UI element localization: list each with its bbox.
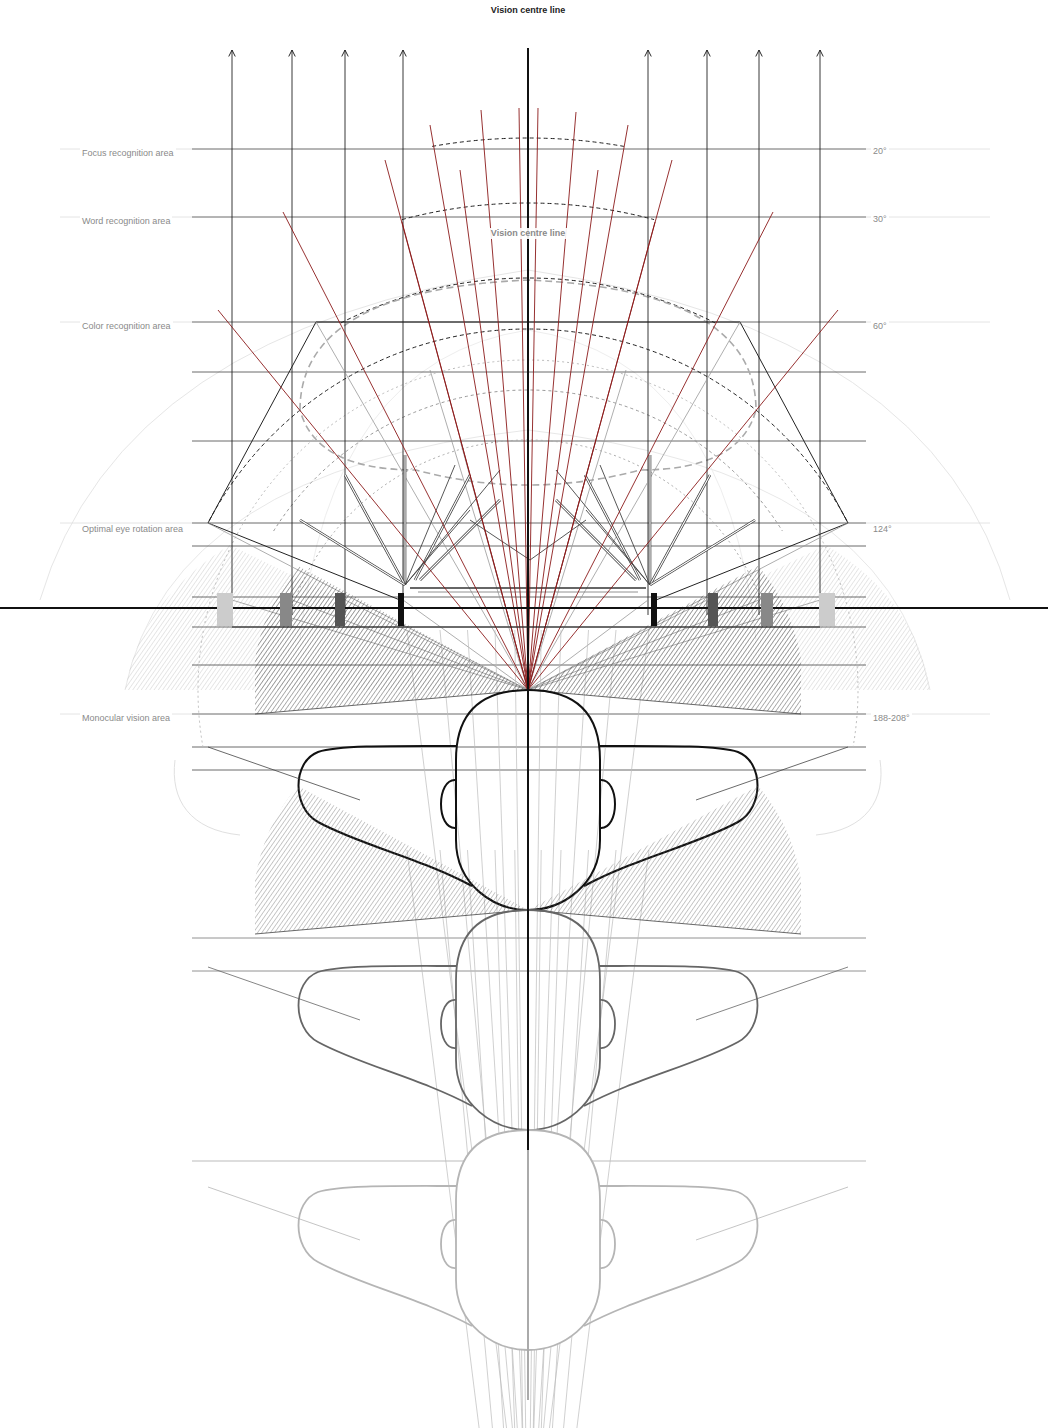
sight-ray — [528, 370, 626, 690]
diagram-title: Vision centre line — [489, 5, 567, 16]
view-edge — [208, 967, 360, 1020]
angle-label: 124° — [871, 524, 894, 535]
focus-ray — [528, 125, 628, 690]
focus-ray — [430, 125, 528, 690]
wedge-edge — [528, 690, 801, 714]
wedge-edge — [528, 910, 801, 934]
focus-ray — [528, 108, 538, 690]
screen-panel-inner — [649, 455, 650, 585]
area-label: Focus recognition area — [80, 148, 176, 159]
view-edge — [208, 747, 360, 800]
horizon-line — [0, 607, 1048, 609]
vision-centre-line — [527, 1150, 529, 1400]
angle-label: 60° — [871, 321, 889, 332]
level-line — [232, 627, 820, 628]
sight-arrow — [648, 50, 649, 615]
screen-panel-inner — [650, 520, 755, 585]
ear — [600, 780, 615, 828]
position-marker — [651, 593, 657, 626]
ear — [441, 1000, 456, 1048]
focus-ray — [528, 170, 598, 690]
shoulder — [299, 966, 473, 1106]
centre-line-label: Vision centre line — [489, 228, 567, 239]
screen-panel — [300, 520, 405, 585]
panel-ray — [530, 520, 586, 560]
focus-ray — [528, 160, 672, 690]
view-edge — [208, 1187, 360, 1240]
focus-ray — [528, 222, 655, 690]
area-label: Monocular vision area — [80, 713, 172, 724]
view-edge — [696, 967, 848, 1020]
area-label: Color recognition area — [80, 321, 173, 332]
blind-wedge — [528, 786, 801, 934]
position-marker — [761, 593, 773, 626]
panel-ray — [405, 465, 455, 585]
sight-arrow — [292, 50, 293, 615]
ear — [600, 1000, 615, 1048]
screen-panel — [649, 455, 652, 585]
screen-panel-inner — [345, 475, 405, 585]
blind-wedge — [255, 786, 528, 934]
position-marker — [280, 593, 292, 626]
area-label: Word recognition area — [80, 216, 172, 227]
focus-ray — [385, 160, 528, 690]
angle-label: 188-208° — [871, 713, 912, 724]
view-edge — [696, 1187, 848, 1240]
sight-arrow — [707, 50, 708, 615]
vision-centre-line — [527, 48, 529, 1150]
sight-arrow — [759, 50, 760, 615]
angle-label: 30° — [871, 214, 889, 225]
shoulder — [584, 1186, 758, 1326]
ear — [441, 780, 456, 828]
focus-ray — [283, 212, 528, 690]
focus-ray — [402, 222, 528, 690]
view-edge — [696, 747, 848, 800]
screen-panel — [345, 475, 405, 585]
ear — [600, 1220, 615, 1268]
screen-panel-inner — [556, 500, 636, 580]
panel-ray — [556, 470, 650, 585]
sight-arrow — [232, 50, 233, 615]
area-label: Optimal eye rotation area — [80, 524, 185, 535]
screen-panel — [650, 520, 755, 585]
screen-panel — [404, 455, 407, 585]
sight-ray — [430, 370, 528, 690]
wedge-edge — [255, 910, 528, 934]
angle-label: 20° — [871, 146, 889, 157]
panel-ray — [405, 470, 500, 585]
focus-ray — [218, 310, 528, 690]
screen-panel-inner — [300, 520, 405, 585]
position-marker — [708, 593, 718, 626]
field-outline — [40, 270, 1010, 600]
panel-ray — [600, 465, 650, 585]
focus-ray — [528, 310, 838, 690]
shoulder — [299, 1186, 473, 1326]
wedge-edge — [255, 690, 528, 714]
position-marker — [398, 593, 404, 626]
position-marker — [335, 593, 345, 626]
focus-ray — [519, 108, 528, 690]
sight-arrow — [403, 50, 404, 615]
position-marker — [217, 593, 233, 626]
screen-panel — [556, 500, 636, 580]
shoulder — [584, 966, 758, 1106]
level-line — [192, 627, 866, 628]
screen-panel-inner — [404, 455, 405, 585]
focus-ray — [528, 212, 773, 690]
ear — [441, 1220, 456, 1268]
position-marker — [819, 593, 835, 626]
focus-ray — [460, 170, 528, 690]
